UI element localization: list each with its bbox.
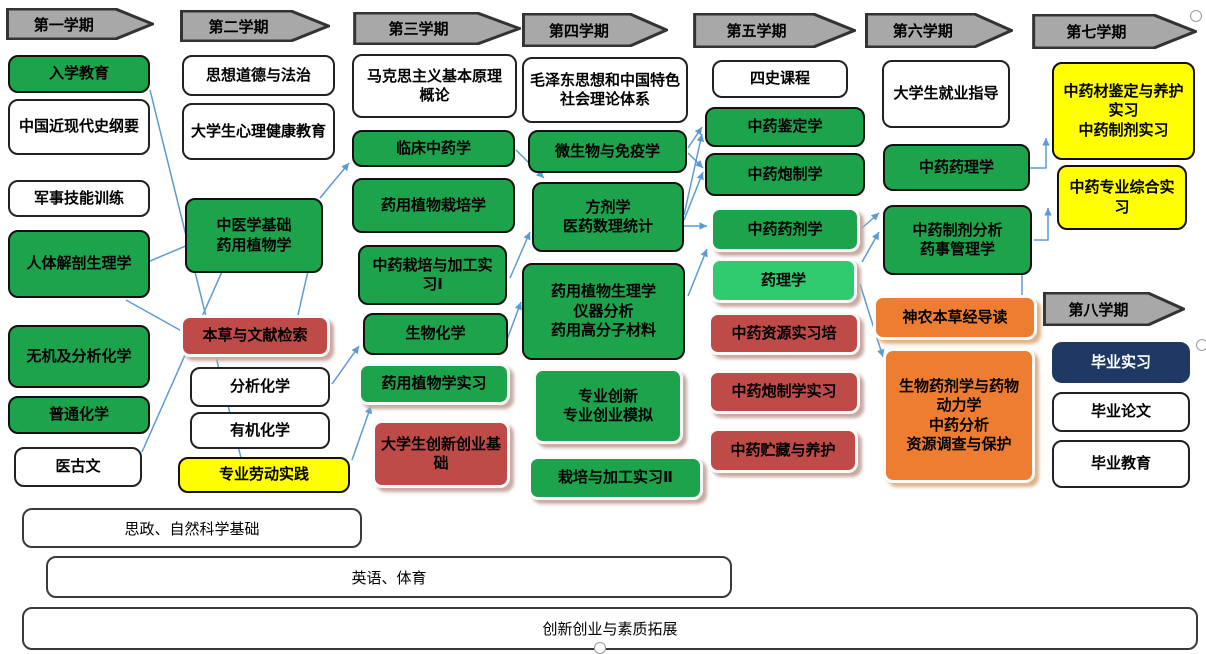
semester-header: 第六学期	[865, 13, 1013, 48]
semester-header-label: 第八学期	[1068, 300, 1129, 319]
course-box: 毛泽东思想和中国特色社会理论体系	[522, 57, 688, 123]
course-box: 人体解剖生理学	[8, 230, 150, 298]
selection-handle[interactable]	[594, 642, 606, 654]
semester-header: 第一学期	[6, 8, 154, 40]
semester-header: 第四学期	[522, 13, 668, 47]
course-box: 方剂学 医药数理统计	[532, 182, 684, 252]
bottom-bar: 英语、体育	[46, 556, 732, 598]
bottom-bar: 创新创业与素质拓展	[22, 607, 1198, 650]
course-box: 四史课程	[712, 60, 848, 98]
semester-header: 第五学期	[693, 13, 856, 48]
course-box: 中药炮制学	[705, 153, 865, 196]
course-box: 中医学基础 药用植物学	[185, 198, 323, 273]
selection-handle[interactable]	[1196, 339, 1206, 351]
semester-header-label: 第二学期	[208, 17, 269, 36]
course-box: 思想道德与法治	[182, 55, 335, 96]
course-box: 大学生创新创业基础	[372, 420, 510, 488]
course-box: 专业劳动实践	[178, 457, 350, 493]
course-box: 医古文	[14, 447, 142, 487]
arrow-banner-shape	[865, 13, 1013, 48]
arrow-banner-shape	[1032, 14, 1197, 49]
semester-header-label: 第三学期	[388, 20, 449, 38]
course-box: 本草与文献检索	[180, 315, 330, 357]
semester-header: 第二学期	[180, 10, 330, 42]
semester-header-label: 第七学期	[1066, 23, 1127, 41]
arrow-banner-shape	[180, 10, 330, 42]
course-box: 大学生心理健康教育	[182, 103, 335, 160]
course-box: 中药材鉴定与养护实习 中药制剂实习	[1052, 62, 1195, 160]
course-box: 马克思主义基本原理概论	[352, 54, 517, 118]
course-box: 中药药理学	[883, 144, 1030, 191]
semester-header: 第七学期	[1032, 14, 1197, 49]
course-box: 中药栽培与加工实习Ⅰ	[358, 245, 507, 305]
course-box: 药用植物生理学 仪器分析 药用高分子材料	[522, 263, 685, 360]
course-box: 中药专业综合实习	[1057, 165, 1187, 230]
course-box: 药理学	[710, 258, 857, 303]
course-box: 中国近现代史纲要	[8, 99, 150, 155]
course-box: 栽培与加工实习Ⅱ	[528, 456, 703, 500]
arrow-banner-shape	[1043, 292, 1185, 326]
course-box: 有机化学	[190, 412, 330, 449]
course-box: 微生物与免疫学	[528, 130, 687, 173]
arrow-banner-shape	[522, 13, 668, 47]
arrow-banner-shape	[353, 12, 521, 45]
course-box: 普通化学	[8, 396, 150, 434]
semester-header-label: 第四学期	[548, 21, 609, 40]
course-box: 药用植物学实习	[358, 363, 510, 405]
semester-header-label: 第一学期	[33, 15, 94, 34]
course-box: 生物药剂学与药物动力学 中药分析 资源调查与保护	[883, 348, 1035, 483]
course-box: 分析化学	[190, 367, 330, 407]
course-box: 毕业论文	[1052, 392, 1190, 432]
selection-handle[interactable]	[1190, 10, 1202, 22]
course-box: 药用植物栽培学	[352, 178, 515, 233]
course-box: 毕业教育	[1052, 440, 1190, 488]
bottom-bar: 思政、自然科学基础	[22, 508, 362, 548]
course-box: 无机及分析化学	[8, 325, 150, 388]
course-box: 生物化学	[363, 313, 508, 355]
course-box: 入学教育	[8, 55, 150, 93]
course-box: 毕业实习	[1052, 342, 1190, 383]
semester-header-label: 第五学期	[726, 22, 787, 40]
course-box: 中药炮制学实习	[708, 370, 860, 414]
course-box: 中药药剂学	[710, 207, 860, 252]
course-box: 神农本草经导读	[873, 295, 1037, 340]
semester-header-label: 第六学期	[892, 22, 953, 40]
arrow-banner-shape	[693, 13, 856, 48]
course-box: 专业创新 专业创业模拟	[533, 368, 683, 444]
course-box: 军事技能训练	[8, 180, 150, 217]
semester-header: 第三学期	[353, 12, 521, 45]
course-box: 中药贮藏与养护	[708, 428, 858, 473]
course-box: 中药制剂分析 药事管理学	[883, 205, 1032, 275]
course-box: 大学生就业指导	[882, 60, 1010, 128]
course-box: 中药资源实习培	[708, 312, 860, 355]
course-box: 临床中药学	[352, 130, 515, 167]
arrow-banner-shape	[6, 8, 154, 40]
course-box: 中药鉴定学	[705, 107, 865, 147]
semester-header: 第八学期	[1043, 292, 1185, 326]
